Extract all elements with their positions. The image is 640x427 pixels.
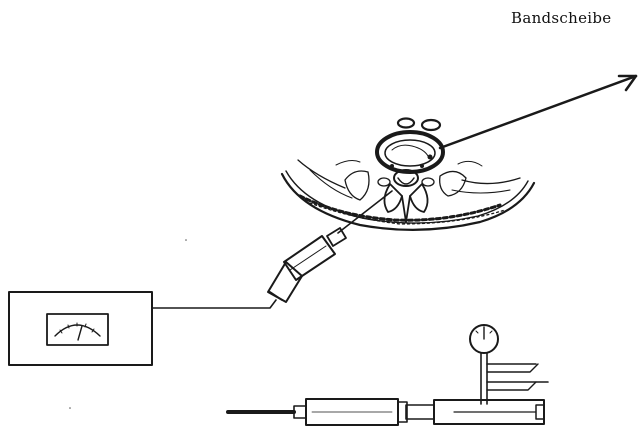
syringe	[268, 228, 346, 302]
monitor-box	[9, 292, 152, 365]
pointer-arrow	[440, 76, 636, 148]
pressure-apparatus	[228, 325, 548, 425]
vessels	[398, 119, 440, 131]
intervertebral-disc	[377, 132, 443, 172]
cable	[153, 300, 276, 308]
